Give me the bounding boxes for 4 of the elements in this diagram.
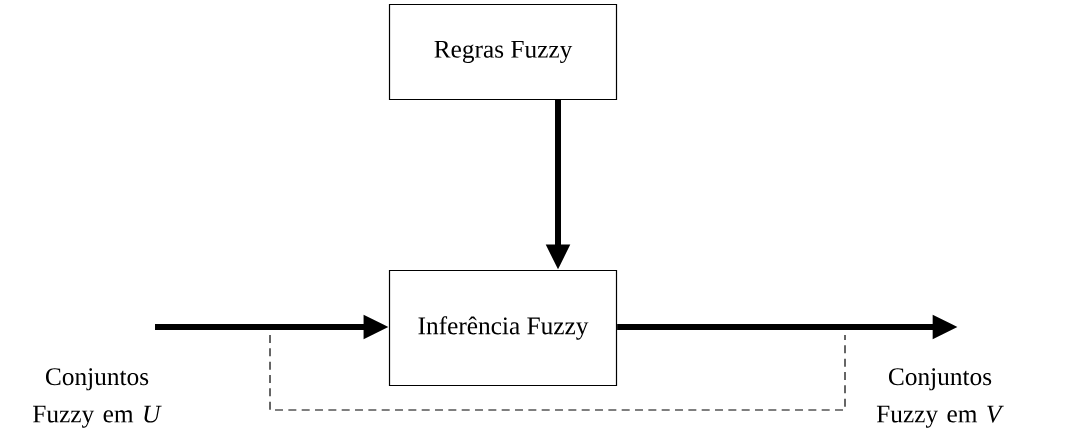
set-label: Conjuntos Fuzzy em U — [33, 368, 162, 428]
process-box: Regras Fuzzy — [388, 3, 618, 101]
process-box: Inferência Fuzzy — [388, 269, 618, 387]
set-label: Conjuntos Fuzzy em V — [876, 368, 1004, 428]
